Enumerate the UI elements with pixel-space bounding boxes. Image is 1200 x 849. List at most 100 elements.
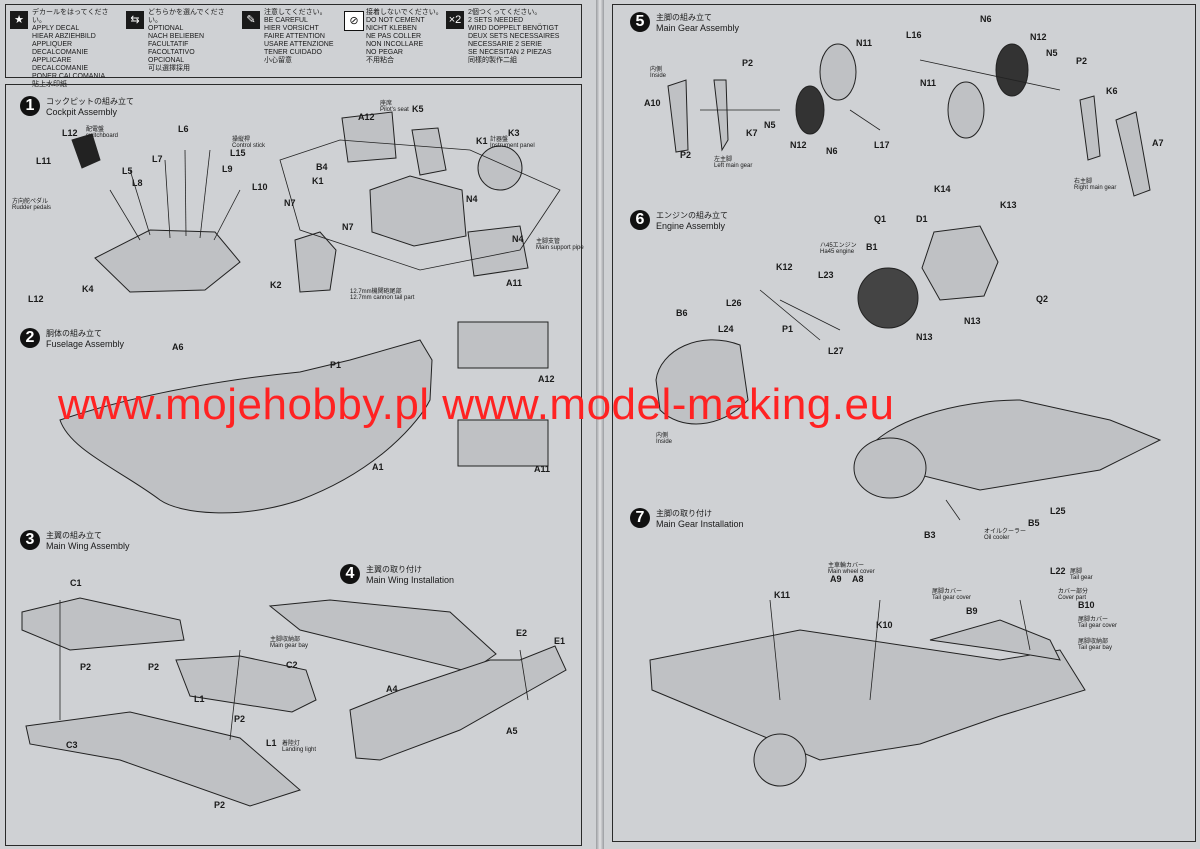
part-label: L6 (178, 124, 189, 134)
part-label: L26 (726, 298, 742, 308)
part-label: C1 (70, 578, 82, 588)
part-label: N4 (466, 194, 478, 204)
part-label: K1 (312, 176, 324, 186)
caption-tail-gear: 尾脚 Tail gear (1070, 569, 1093, 581)
caption-main-support-pipe: 主脚支管 Main support pipe (536, 239, 584, 251)
step-number: 6 (630, 210, 650, 230)
part-label: K1 (476, 136, 488, 146)
part-label: A11 (534, 464, 551, 474)
part-label: L7 (152, 154, 163, 164)
step-title-jp: 主翼の取り付け (366, 565, 422, 574)
caption-pilots-seat: 座席 Pilot's seat (380, 101, 409, 113)
step-title-jp: コックピットの組み立て (46, 97, 134, 106)
step-title-en: Main Wing Installation (366, 575, 455, 585)
part-label: A10 (644, 98, 661, 108)
part-label: B10 (1078, 600, 1095, 610)
left-drawings (21, 111, 567, 807)
right-instruction-frame (612, 4, 1196, 842)
part-label: A9 (830, 574, 842, 584)
part-label: N12 (790, 140, 807, 150)
caption-oil-cooler: オイルクーラー Oil cooler (984, 529, 1027, 541)
part-label: L1 (194, 694, 205, 704)
part-label: L1 (266, 738, 277, 748)
x2-icon: ×2 (446, 11, 464, 29)
caption-landing-light: 着陸灯 Landing light (282, 741, 317, 753)
caption-tail-gear-bay: 尾脚収納部 Tail gear bay (1078, 639, 1113, 651)
part-label: K3 (508, 128, 520, 138)
part-label: N7 (284, 198, 296, 208)
caption-switchboard: 配電盤 switchboard (86, 127, 119, 139)
step-number: 7 (630, 508, 650, 528)
part-label: P1 (330, 360, 342, 370)
part-label: B1 (866, 242, 878, 252)
part-label: K13 (1000, 200, 1017, 210)
part-label: L24 (718, 324, 734, 334)
part-label: L15 (230, 148, 246, 158)
part-label: Q1 (874, 214, 887, 224)
part-label: P1 (782, 324, 794, 334)
part-label: L9 (222, 164, 233, 174)
part-label: D1 (916, 214, 928, 224)
part-label: N13 (916, 332, 933, 342)
part-label: C3 (66, 740, 78, 750)
part-label: N4 (512, 234, 524, 244)
caption-main-wheel-cover: 主車輪カバー Main wheel cover (828, 563, 875, 575)
part-label: A11 (506, 278, 523, 288)
step-number: 1 (20, 96, 40, 116)
page-fold (596, 0, 604, 849)
part-label: L27 (828, 346, 844, 356)
caption-right-main-gear: 右主脚 Right main gear (1074, 179, 1117, 191)
part-label: A5 (506, 726, 518, 736)
part-label: A1 (372, 462, 384, 472)
part-label: L16 (906, 30, 922, 40)
caption-inside: 内側 Inside (656, 433, 673, 445)
part-label: A7 (1152, 138, 1164, 148)
part-label: P2 (80, 662, 92, 672)
part-label: N11 (856, 38, 873, 48)
part-label: K5 (412, 104, 424, 114)
caption-ha45-engine: ハ45エンジン Ha45 engine (820, 243, 857, 255)
part-label: A12 (538, 374, 555, 384)
part-label: N5 (764, 120, 776, 130)
step-number: 4 (340, 564, 360, 584)
part-label: K14 (934, 184, 951, 194)
part-label: L22 (1050, 566, 1066, 576)
arrows-icon: ⇆ (126, 11, 144, 29)
part-label: B4 (316, 162, 328, 172)
part-label: N5 (1046, 48, 1058, 58)
part-label: N12 (1030, 32, 1047, 42)
no-cement-icon: ⊘ (344, 11, 364, 31)
caption-rudder-pedals: 方向舵ペダル Rudder pedals (12, 199, 52, 211)
caption-cover-part: カバー部分 Cover part (1058, 589, 1089, 601)
step-title-jp: エンジンの組み立て (656, 211, 728, 220)
part-label: P2 (234, 714, 246, 724)
caption-cannon: 12.7mm機関砲尾部 12.7mm cannon tail part (350, 289, 415, 301)
caption-tail-gear-cover: 尾脚カバー Tail gear cover (1078, 617, 1118, 629)
step-number: 2 (20, 328, 40, 348)
part-label: N6 (980, 14, 992, 24)
part-label: L11 (36, 156, 52, 166)
part-label: B3 (924, 530, 936, 540)
pen-icon: ✎ (242, 11, 260, 29)
part-label: N7 (342, 222, 354, 232)
step-number: 3 (20, 530, 40, 550)
caption-left-main-gear: 左主脚 Left main gear (714, 157, 753, 169)
part-label: Q2 (1036, 294, 1049, 304)
caption-inside: 内側 Inside (650, 67, 667, 79)
step-title-jp: 主翼の組み立て (46, 531, 102, 540)
part-label: K6 (1106, 86, 1118, 96)
part-label: K4 (82, 284, 94, 294)
part-label: K12 (776, 262, 793, 272)
caption-tail-gear-cover: 尾脚カバー Tail gear cover (932, 589, 972, 601)
part-label: A6 (172, 342, 184, 352)
part-label: B9 (966, 606, 978, 616)
part-label: K11 (774, 590, 791, 600)
part-label: L23 (818, 270, 834, 280)
part-label: L12 (28, 294, 44, 304)
watermark: www.mojehobby.pl www.model-making.eu (58, 380, 895, 429)
step-title-en: Main Gear Installation (656, 519, 744, 529)
step-title-jp: 胴体の組み立て (46, 329, 102, 338)
step-title-en: Main Gear Assembly (656, 23, 740, 33)
caption-main-gear-bay: 主脚収納部 Main gear bay (270, 637, 309, 649)
